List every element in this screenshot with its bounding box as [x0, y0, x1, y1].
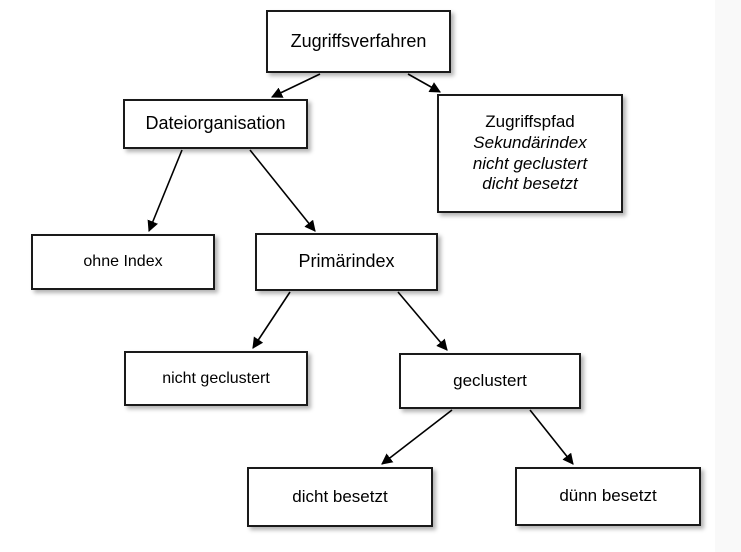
- node-label-line-1: Zugriffspfad: [485, 112, 575, 132]
- edge-primaerindex-nicht-geclustert: [252, 291, 291, 349]
- edge-geclustert-dicht-besetzt: [381, 409, 453, 465]
- node-ohne-index[interactable]: ohne Index: [31, 234, 215, 290]
- edge-primaerindex-geclustert: [397, 291, 448, 351]
- node-label: geclustert: [453, 370, 527, 390]
- right-edge-strip: [715, 0, 741, 552]
- node-geclustert[interactable]: geclustert: [399, 353, 581, 409]
- node-label-line-3: nicht geclustert: [472, 153, 588, 173]
- node-label: dünn besetzt: [559, 486, 657, 506]
- node-nicht-geclustert[interactable]: nicht geclustert: [124, 351, 308, 406]
- node-zugriffsverfahren[interactable]: Zugriffsverfahren: [266, 10, 451, 73]
- node-dicht-besetzt[interactable]: dicht besetzt: [247, 467, 433, 527]
- edge-zugriffsverfahren-zugriffspfad: [407, 73, 441, 93]
- edge-geclustert-duenn-besetzt: [529, 409, 574, 465]
- node-label: Zugriffsverfahren: [290, 30, 427, 51]
- node-label-line-2: Sekundärindex: [473, 132, 587, 152]
- node-label: ohne Index: [83, 253, 163, 271]
- edge-dateiorganisation-ohne-index: [147, 149, 183, 233]
- edge-dateiorganisation-primaerindex: [249, 149, 316, 232]
- node-zugriffspfad[interactable]: Zugriffspfad Sekundärindex nicht geclust…: [437, 94, 623, 213]
- node-dateiorganisation[interactable]: Dateiorganisation: [123, 99, 308, 149]
- node-label: dicht besetzt: [292, 486, 388, 506]
- node-label: nicht geclustert: [162, 369, 270, 387]
- node-duenn-besetzt[interactable]: dünn besetzt: [515, 467, 701, 526]
- edge-zugriffsverfahren-dateiorganisation: [270, 73, 321, 98]
- node-label: Primärindex: [298, 251, 395, 272]
- node-label-line-4: dicht besetzt: [482, 174, 578, 194]
- node-label: Dateiorganisation: [145, 113, 286, 134]
- node-primaerindex[interactable]: Primärindex: [255, 233, 438, 291]
